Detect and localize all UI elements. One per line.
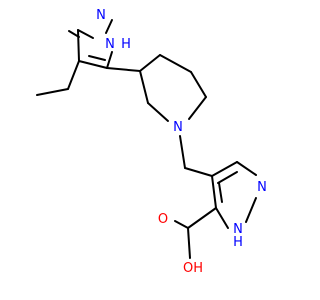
bond bbox=[105, 19, 113, 34]
atom-label-piperidine-n: N bbox=[173, 120, 183, 135]
bond bbox=[139, 54, 161, 72]
bond bbox=[139, 70, 149, 104]
molecule-canvas: N N H N N N H O OH bbox=[36, 8, 267, 276]
bond bbox=[236, 161, 257, 176]
bond bbox=[184, 167, 213, 177]
bond bbox=[217, 171, 238, 184]
atom-label-h: H bbox=[233, 235, 243, 250]
bond bbox=[245, 197, 257, 223]
bond bbox=[218, 182, 223, 203]
bond bbox=[188, 96, 207, 120]
carboxylic-acid bbox=[174, 207, 217, 259]
bond bbox=[187, 207, 217, 229]
atom-label-nh: N bbox=[105, 37, 115, 52]
bond bbox=[159, 54, 192, 73]
atom-label-nh: N bbox=[233, 222, 243, 237]
bond bbox=[36, 88, 69, 96]
bond bbox=[190, 71, 207, 98]
upper-pyrazole-ring bbox=[68, 19, 113, 69]
bond bbox=[106, 51, 113, 69]
bond bbox=[67, 60, 80, 90]
ethyl-group bbox=[36, 60, 80, 96]
atom-label-n: N bbox=[257, 180, 267, 195]
bond bbox=[147, 102, 169, 122]
lower-pyrazole-ring bbox=[211, 161, 257, 229]
atom-label-n: N bbox=[96, 8, 106, 23]
structure-diagram: N N H N N N H O OH bbox=[36, 8, 267, 276]
bond bbox=[78, 60, 108, 69]
piperidine-ring bbox=[139, 54, 207, 122]
bond bbox=[215, 207, 229, 229]
atom-label-oh: OH bbox=[183, 261, 203, 276]
bond bbox=[211, 175, 217, 209]
bond bbox=[77, 29, 80, 62]
atom-label-h: H bbox=[121, 37, 131, 52]
bond bbox=[106, 67, 141, 72]
bond bbox=[187, 227, 191, 259]
bond bbox=[179, 135, 186, 169]
bond bbox=[211, 161, 238, 177]
bond bbox=[174, 220, 189, 229]
bond bbox=[88, 55, 106, 61]
bond bbox=[77, 29, 94, 39]
atom-label-o: O bbox=[158, 212, 168, 227]
